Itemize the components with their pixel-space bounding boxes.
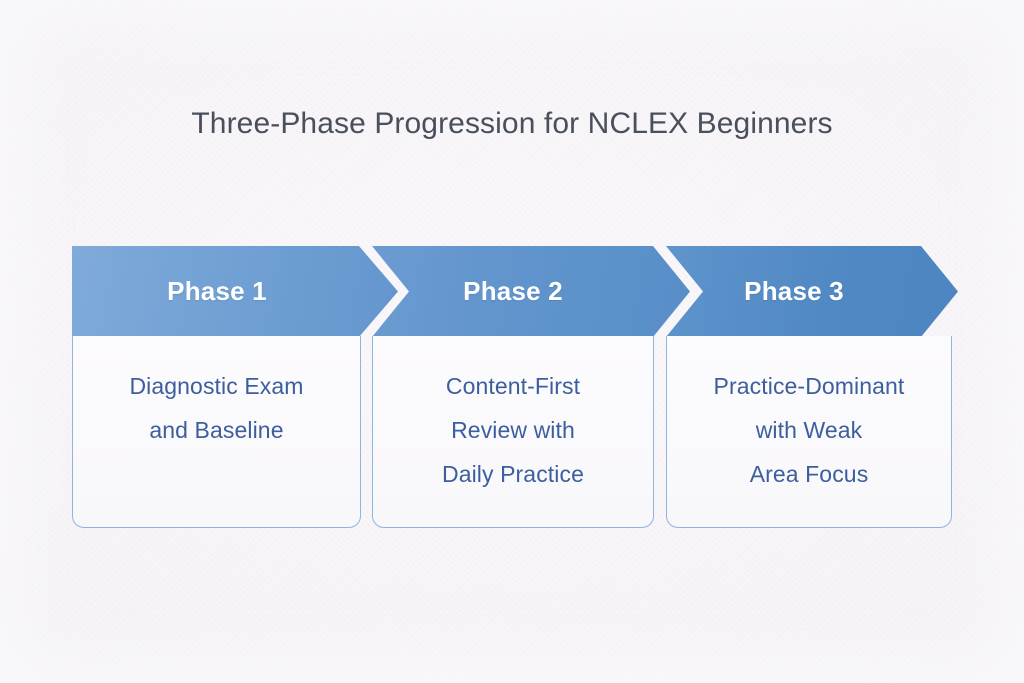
phase-card-2[interactable]: Phase 2 Content-First Review with Daily … — [372, 246, 690, 528]
phase-1-header-chevron: Phase 1 — [72, 246, 398, 337]
phase-1-header-label: Phase 1 — [167, 276, 267, 306]
phase-card-3[interactable]: Phase 3 Practice-Dominant with Weak Area… — [666, 246, 958, 528]
phase-3-header-chevron: Phase 3 — [666, 246, 958, 337]
phase-1-body-text: Diagnostic Exam and Baseline — [129, 373, 304, 444]
phase-2-header-chevron: Phase 2 — [372, 246, 690, 337]
phase-3-body: Practice-Dominant with Weak Area Focus — [666, 336, 952, 528]
phase-3-body-text: Practice-Dominant with Weak Area Focus — [713, 373, 905, 488]
phase-2-header-label: Phase 2 — [463, 276, 563, 306]
page-title: Three-Phase Progression for NCLEX Beginn… — [191, 107, 833, 140]
phase-card-1[interactable]: Phase 1 Diagnostic Exam and Baseline — [72, 246, 398, 528]
phase-2-body: Content-First Review with Daily Practice — [372, 336, 654, 528]
phase-2-body-text: Content-First Review with Daily Practice — [442, 373, 584, 488]
phase-3-header-label: Phase 3 — [744, 276, 844, 306]
phase-1-body: Diagnostic Exam and Baseline — [72, 336, 361, 528]
